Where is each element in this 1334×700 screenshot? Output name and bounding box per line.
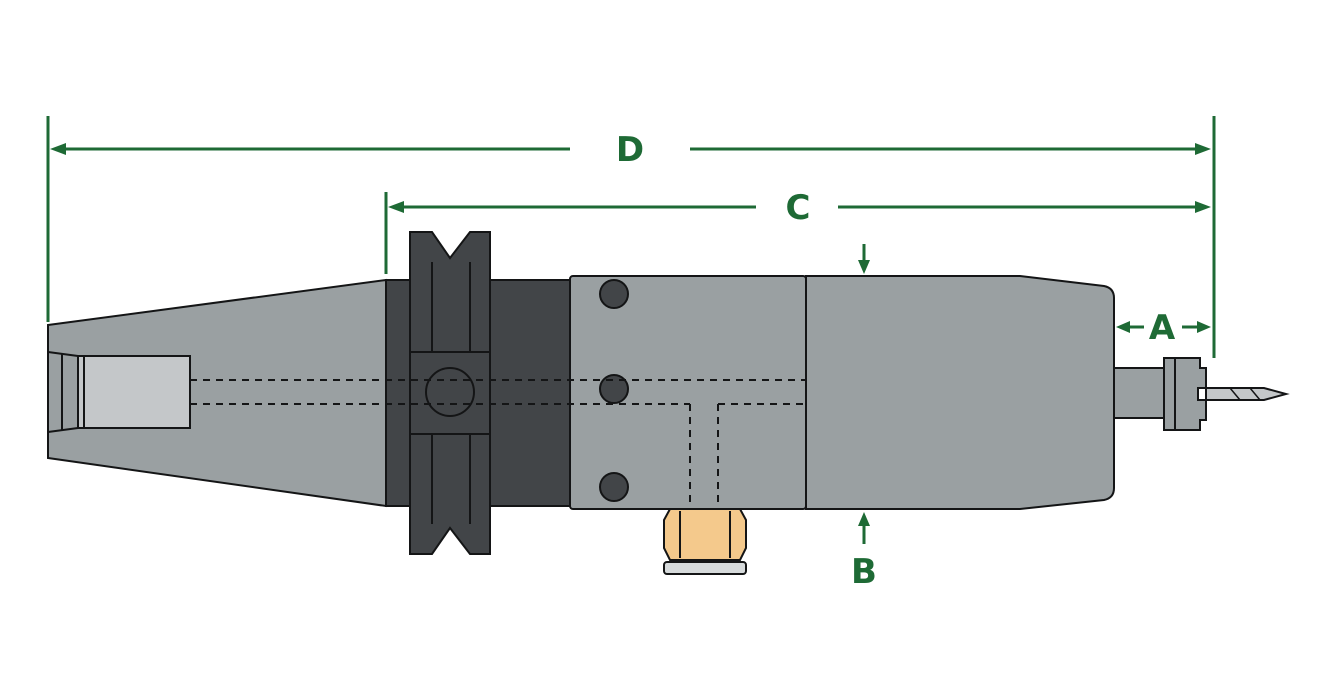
dimension-d-arrow-left	[50, 143, 66, 155]
housing-screw	[599, 374, 629, 404]
drill-bit-flute	[1249, 387, 1261, 401]
dimension-c	[384, 192, 1198, 274]
dimension-b-label: B	[851, 552, 877, 592]
dimension-a-arrow-right	[1197, 321, 1211, 333]
dimension-c-label: C	[786, 188, 811, 228]
flange-collar	[385, 279, 413, 507]
dimension-d-arrow-right	[1195, 143, 1211, 155]
dimension-d	[46, 116, 1216, 358]
spindle-nose	[1113, 367, 1165, 419]
coolant-channels	[190, 379, 806, 512]
spindle-body	[805, 275, 1115, 510]
collet-nut	[1163, 357, 1207, 431]
flange-collar-right	[489, 279, 573, 507]
coolant-fitting-base	[663, 561, 747, 575]
dimension-b-arrow-bottom	[858, 512, 870, 526]
dimension-a-label: A	[1149, 308, 1176, 348]
drill-bit	[1205, 387, 1290, 401]
housing-screw	[599, 279, 629, 309]
dimension-c-arrow-right	[1195, 201, 1211, 213]
drill-bit-flute	[1229, 387, 1241, 401]
dimension-d-label: D	[616, 130, 644, 170]
drive-key-hole	[425, 367, 475, 417]
dimension-a-arrow-left	[1116, 321, 1130, 333]
dimension-c-arrow-left	[388, 201, 404, 213]
coolant-fitting-nut	[663, 508, 747, 561]
housing-screw	[599, 472, 629, 502]
shank-bore	[77, 355, 191, 429]
dimension-b-arrow-top	[858, 260, 870, 274]
